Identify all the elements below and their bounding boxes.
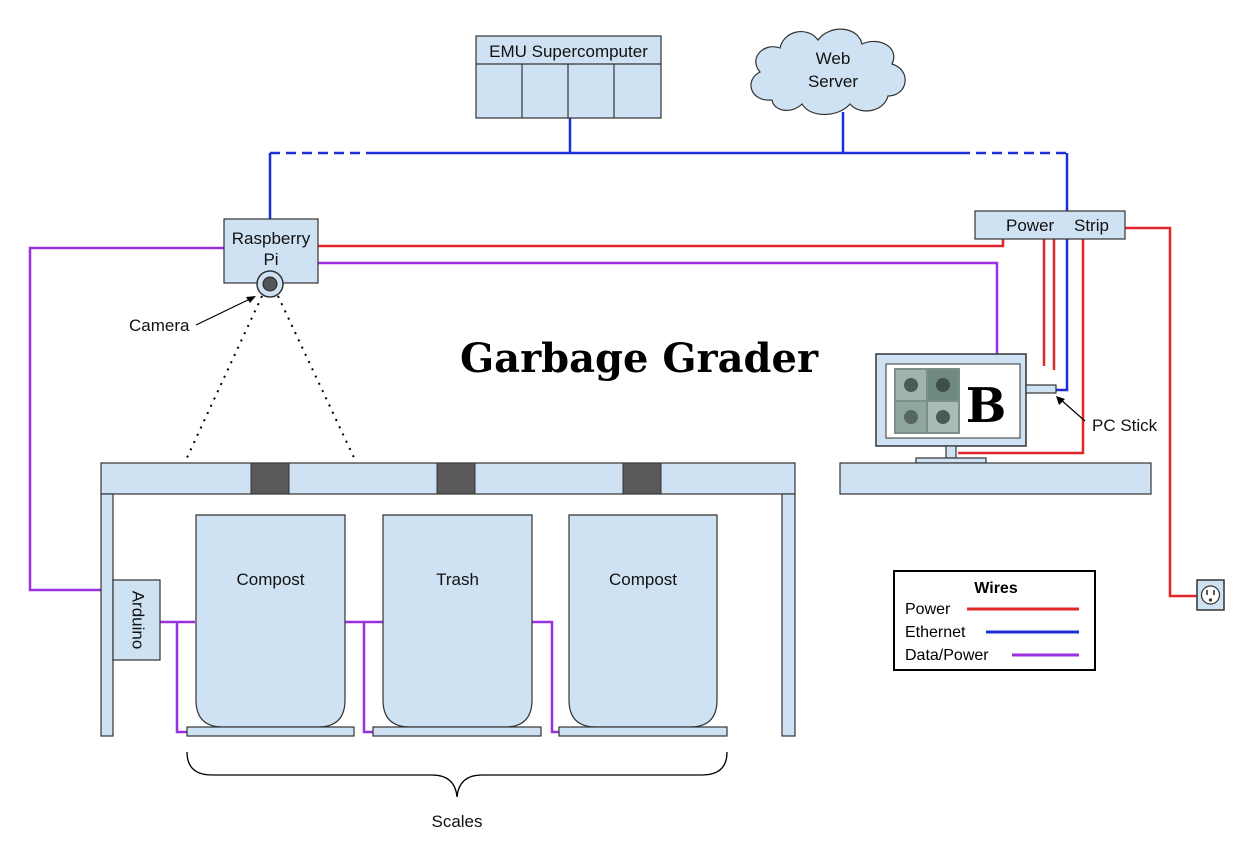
bin-trash: Trash [382, 514, 533, 728]
camera-pointer-arrowhead [246, 296, 256, 303]
scales-label: Scales [431, 812, 482, 831]
web-server-cloud: Web Server [750, 28, 906, 116]
raspberry-pi: Raspberry Pi [223, 218, 319, 284]
legend-title: Wires [974, 580, 1018, 597]
monitor-screenshot-image [894, 368, 960, 434]
bin-compost-right: Compost [568, 514, 718, 728]
monitor: B [875, 353, 1027, 464]
wires-legend: Wires Power Ethernet Data/Power [893, 570, 1096, 671]
raspberry-pi-label-line1: Raspberry [232, 229, 311, 248]
bin-label: Compost [609, 570, 677, 589]
camera-label: Camera [129, 316, 190, 335]
table-leg-right [781, 493, 796, 737]
pc-stick-label: PC Stick [1092, 416, 1158, 435]
scale-platform [186, 726, 355, 737]
camera-field-of-view [184, 295, 357, 463]
arduino-label: Arduino [129, 591, 148, 650]
power-strip: Power Strip [974, 210, 1126, 240]
desk [839, 462, 1152, 495]
bin-label: Compost [236, 570, 304, 589]
pc-stick [1025, 384, 1057, 394]
table-leg-left [100, 493, 114, 737]
bin-compost-left: Compost [195, 514, 346, 728]
scales-brace [186, 751, 728, 798]
power-wires [318, 226, 1197, 598]
raspberry-pi-label-line2: Pi [263, 250, 278, 269]
emu-supercomputer: EMU Supercomputer [475, 35, 662, 119]
scale-platform [372, 726, 542, 737]
monitor-letter: B [966, 378, 1007, 434]
bin-slot [250, 462, 290, 495]
supercomputer-label: EMU Supercomputer [489, 42, 648, 61]
power-strip-label-word2: Strip [1074, 216, 1109, 235]
bin-slot [622, 462, 662, 495]
web-server-label-line2: Server [808, 72, 858, 91]
legend-label-data-power: Data/Power [905, 647, 989, 664]
outlet-icon [1196, 579, 1225, 611]
legend-label-ethernet: Ethernet [905, 624, 966, 641]
power-strip-label-word1: Power [1006, 216, 1055, 235]
pc-stick-pointer [1059, 398, 1086, 422]
pc-stick-pointer-arrowhead [1056, 396, 1065, 405]
web-server-label-line1: Web [816, 49, 851, 68]
camera-icon [256, 270, 284, 298]
data-power-wires [28, 246, 999, 734]
camera-pointer [195, 297, 253, 326]
sorting-table [100, 462, 796, 737]
diagram-title: Garbage Grader [460, 335, 819, 382]
arduino: Arduino [112, 579, 161, 661]
scale-platform [558, 726, 728, 737]
bin-label: Trash [436, 570, 479, 589]
bin-slot [436, 462, 476, 495]
legend-label-power: Power [905, 601, 951, 618]
